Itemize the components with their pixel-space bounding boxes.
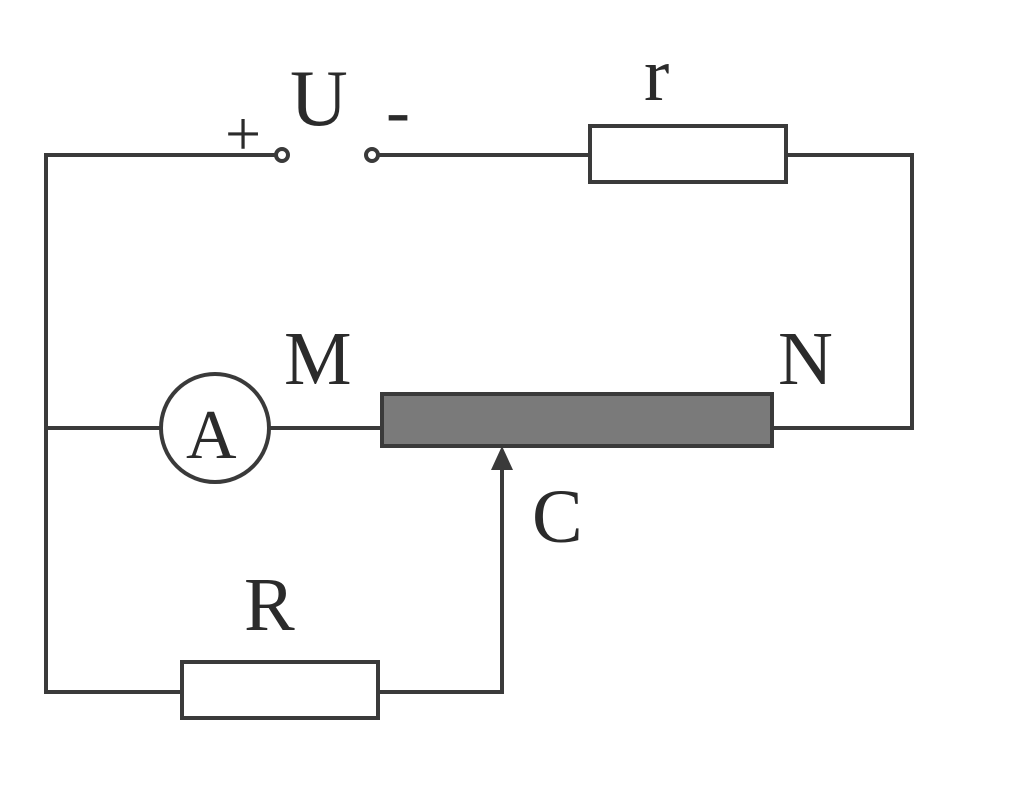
source-positive-terminal: [274, 147, 290, 163]
ammeter-circle: [159, 372, 271, 484]
load-resistor: [180, 660, 380, 720]
slider-arrowhead-icon: [491, 446, 513, 470]
minus-label: -: [386, 71, 410, 151]
load-resistor-label: R: [244, 563, 295, 647]
rheostat-bar: [380, 392, 774, 448]
wire-bottom-right: [376, 460, 504, 694]
rheostat-right-label: N: [778, 317, 833, 401]
source-negative-terminal: [364, 147, 380, 163]
slider-contact-label: C: [532, 475, 583, 559]
internal-resistor-label: r: [644, 33, 669, 117]
ammeter-label: A: [186, 397, 237, 474]
internal-resistor: [588, 124, 788, 184]
rheostat-left-label: M: [284, 317, 352, 401]
source-label: U: [290, 55, 348, 143]
wire-top-right: [770, 153, 914, 430]
plus-label: +: [225, 98, 261, 169]
